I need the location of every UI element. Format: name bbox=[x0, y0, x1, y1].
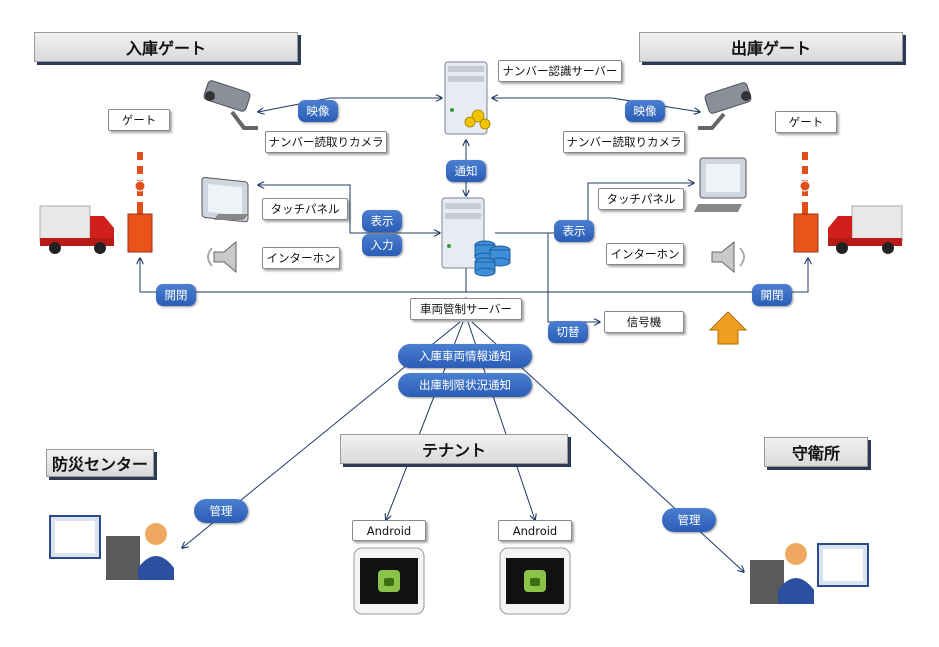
camera-left-label: ナンバー読取りカメラ bbox=[265, 131, 387, 153]
intercom-right-label: インターホン bbox=[606, 243, 684, 265]
gate-left-icon bbox=[127, 152, 153, 253]
manage-right-pill: 管理 bbox=[662, 508, 716, 532]
open-right-pill: 開閉 bbox=[752, 284, 792, 306]
gate-left-label: ゲート bbox=[108, 109, 170, 131]
display-right-pill: 表示 bbox=[554, 220, 594, 242]
camera-right-label: ナンバー読取りカメラ bbox=[563, 131, 685, 153]
entry-info-pill: 入庫車両情報通知 bbox=[398, 344, 532, 368]
smartphone-2-icon bbox=[499, 547, 571, 615]
signal-arrow-icon bbox=[708, 311, 748, 345]
open-left-pill: 開閉 bbox=[156, 284, 196, 306]
touch-panel-right-label: タッチパネル bbox=[598, 188, 684, 210]
vehicle-server-icon bbox=[441, 197, 511, 277]
exit-gate-header: 出庫ゲート bbox=[639, 32, 903, 62]
android-2-label: Android bbox=[498, 520, 572, 541]
smartphone-1-icon bbox=[353, 547, 425, 615]
operator-left-icon bbox=[49, 515, 174, 580]
input-left-pill: 入力 bbox=[362, 234, 402, 256]
android-1-label: Android bbox=[352, 520, 426, 541]
touch-panel-right-icon bbox=[694, 157, 747, 212]
video-left-pill: 映像 bbox=[298, 100, 338, 122]
switch-pill: 切替 bbox=[548, 321, 588, 343]
gate-right-label: ゲート bbox=[775, 111, 837, 133]
number-server-icon bbox=[444, 61, 491, 135]
intercom-left-label: インターホン bbox=[262, 247, 340, 269]
truck-left-icon bbox=[39, 205, 114, 254]
gate-right-icon bbox=[793, 152, 819, 253]
signal-label: 信号機 bbox=[604, 311, 684, 333]
operator-right-icon bbox=[750, 543, 869, 604]
touch-panel-left-label: タッチパネル bbox=[262, 198, 348, 220]
touch-panel-left-icon bbox=[201, 177, 249, 223]
camera-left-icon bbox=[203, 80, 258, 130]
video-right-pill: 映像 bbox=[625, 100, 665, 122]
guard-room-header: 守衛所 bbox=[764, 437, 868, 467]
exit-status-pill: 出庫制限状況通知 bbox=[398, 373, 532, 397]
notify-pill: 通知 bbox=[446, 160, 486, 182]
disaster-center-header: 防災センター bbox=[46, 449, 154, 477]
number-server-label: ナンバー認識サーバー bbox=[498, 60, 622, 82]
tenant-header: テナント bbox=[340, 434, 568, 464]
entry-gate-header: 入庫ゲート bbox=[34, 32, 298, 62]
intercom-right-icon bbox=[711, 240, 745, 274]
display-left-pill: 表示 bbox=[362, 210, 402, 232]
manage-left-pill: 管理 bbox=[194, 499, 248, 523]
camera-right-icon bbox=[698, 82, 752, 130]
truck-right-icon bbox=[828, 205, 903, 254]
vehicle-server-label: 車両管制サーバー bbox=[410, 298, 522, 320]
intercom-left-icon bbox=[207, 240, 237, 274]
